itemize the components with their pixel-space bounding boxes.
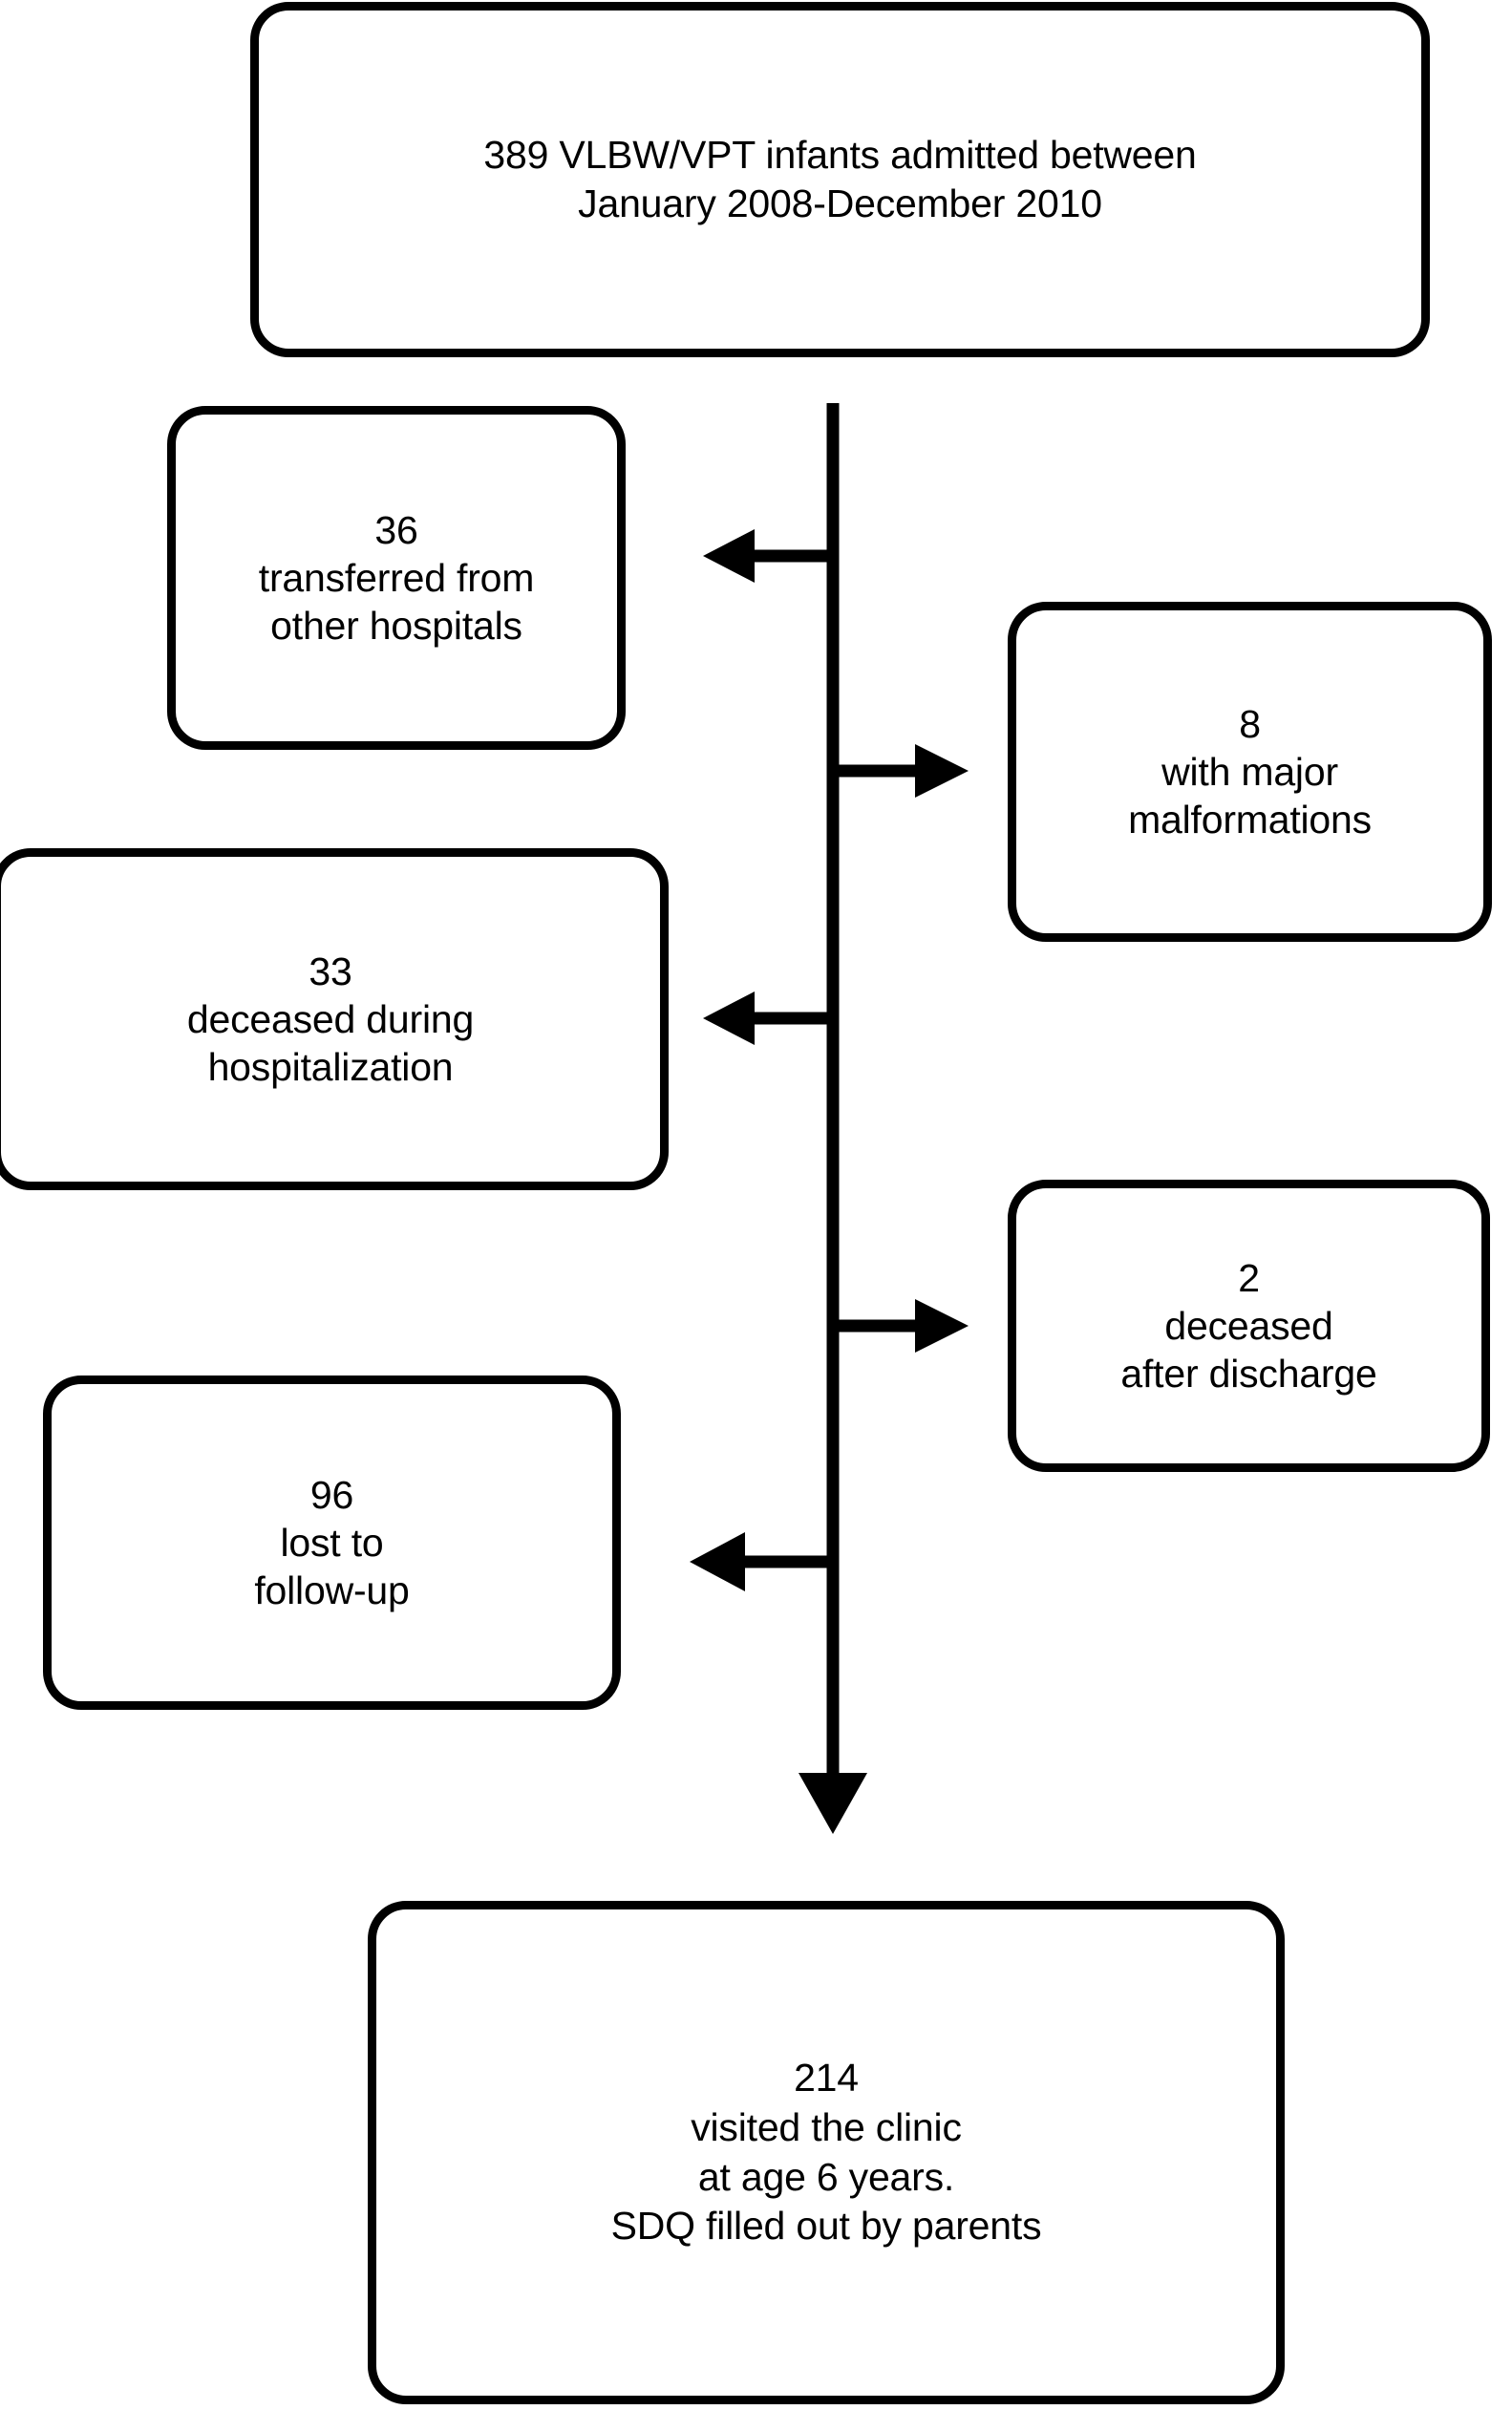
branch-arrowhead-transferred (703, 529, 755, 583)
node-transferred-out: 36 transferred from other hospitals (167, 406, 626, 750)
branch-arrowhead-lost (690, 1532, 745, 1591)
node-final-analysed-sample: 214 visited the clinic at age 6 years. S… (368, 1901, 1285, 2404)
node-transferred-out-label: 36 transferred from other hospitals (258, 507, 535, 648)
node-lost-to-follow-up-label: 96 lost to follow-up (254, 1472, 410, 1612)
node-deceased-during-hospitalization-label: 33 deceased during hospitalization (186, 949, 475, 1089)
node-major-malformations: 8 with major malformations (1008, 602, 1492, 942)
node-enrolled-cohort-label: 389 VLBW/VPT infants admitted between Ja… (483, 132, 1197, 225)
branch-arrowhead-malformations (915, 744, 969, 798)
node-deceased-after-discharge: 2 deceased after discharge (1008, 1180, 1490, 1472)
node-lost-to-follow-up: 96 lost to follow-up (43, 1376, 621, 1710)
node-deceased-during-hospitalization: 33 deceased during hospitalization (0, 848, 669, 1190)
branch-arrowhead-deceased-discharge (915, 1299, 969, 1353)
node-final-analysed-sample-label: 214 visited the clinic at age 6 years. S… (610, 2056, 1042, 2249)
branch-arrowhead-deceased-hospital (703, 992, 755, 1045)
trunk-arrowhead-down (799, 1773, 867, 1834)
node-major-malformations-label: 8 with major malformations (1128, 701, 1372, 842)
node-deceased-after-discharge-label: 2 deceased after discharge (1120, 1255, 1377, 1396)
node-enrolled-cohort: 389 VLBW/VPT infants admitted between Ja… (250, 2, 1430, 357)
